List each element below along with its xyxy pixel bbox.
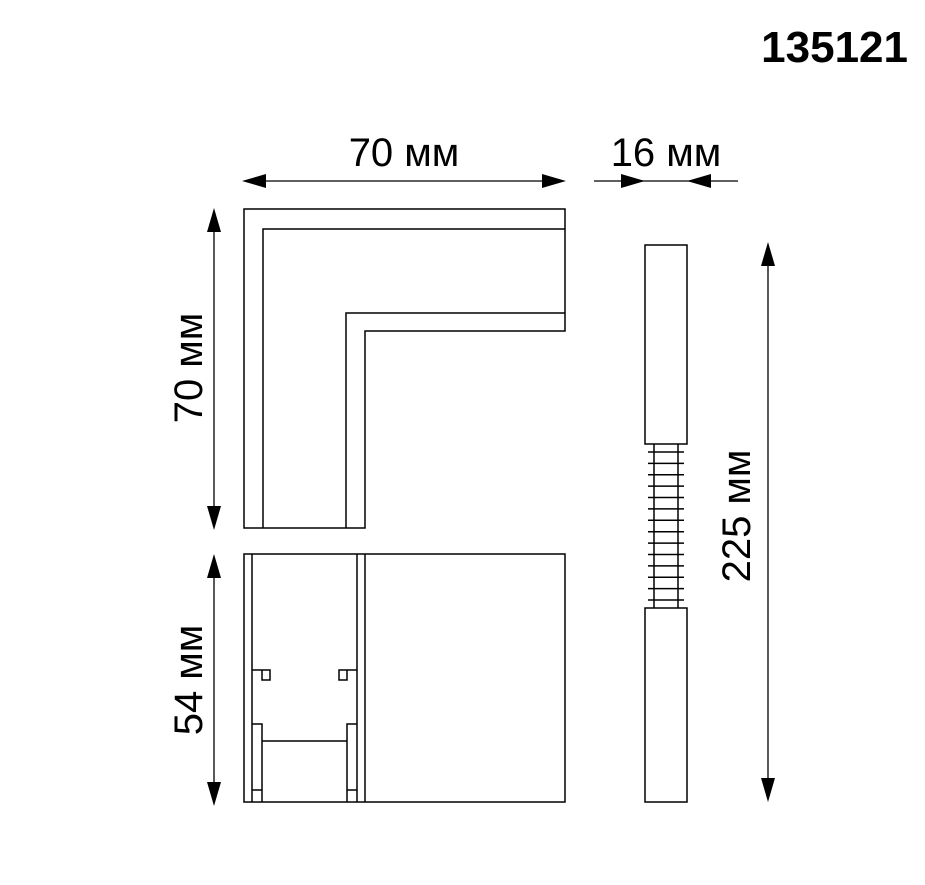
- label-side-width: 16 мм: [611, 131, 722, 175]
- label-total-length: 225 мм: [715, 450, 759, 583]
- front-outline: [243, 553, 566, 803]
- label-top-height: 70 мм: [167, 313, 211, 424]
- l-inner-groove-outer: [262, 228, 565, 528]
- arrowhead-up: [761, 242, 775, 266]
- dimension-total-length: 225 мм: [715, 242, 775, 802]
- arrowhead-left: [242, 174, 266, 188]
- side-view-connector: [644, 244, 688, 803]
- top-view-l-connector: [243, 208, 566, 529]
- dimension-side-width: 16 мм: [594, 131, 738, 188]
- profile-channel-detail: [252, 669, 357, 802]
- dimension-front-height: 54 мм: [167, 554, 221, 806]
- connector-bottom-block: [644, 607, 688, 803]
- arrowhead-down: [207, 782, 221, 806]
- connector-spring: [648, 444, 684, 608]
- connector-top-block: [644, 244, 688, 445]
- dimension-top-height: 70 мм: [167, 208, 221, 530]
- product-code: 135121: [761, 23, 908, 72]
- dimension-top-width: 70 мм: [242, 131, 566, 188]
- label-front-height: 54 мм: [167, 625, 211, 736]
- label-top-width: 70 мм: [349, 131, 460, 175]
- arrowhead-up: [207, 554, 221, 578]
- l-inner-groove-inner: [345, 312, 565, 528]
- arrowhead-right: [621, 174, 645, 188]
- arrowhead-right: [542, 174, 566, 188]
- front-view-profile: [243, 553, 566, 803]
- arrowhead-up: [207, 208, 221, 232]
- l-outer-outline: [243, 208, 566, 529]
- arrowhead-down: [761, 778, 775, 802]
- arrowhead-down: [207, 506, 221, 530]
- arrowhead-left: [687, 174, 711, 188]
